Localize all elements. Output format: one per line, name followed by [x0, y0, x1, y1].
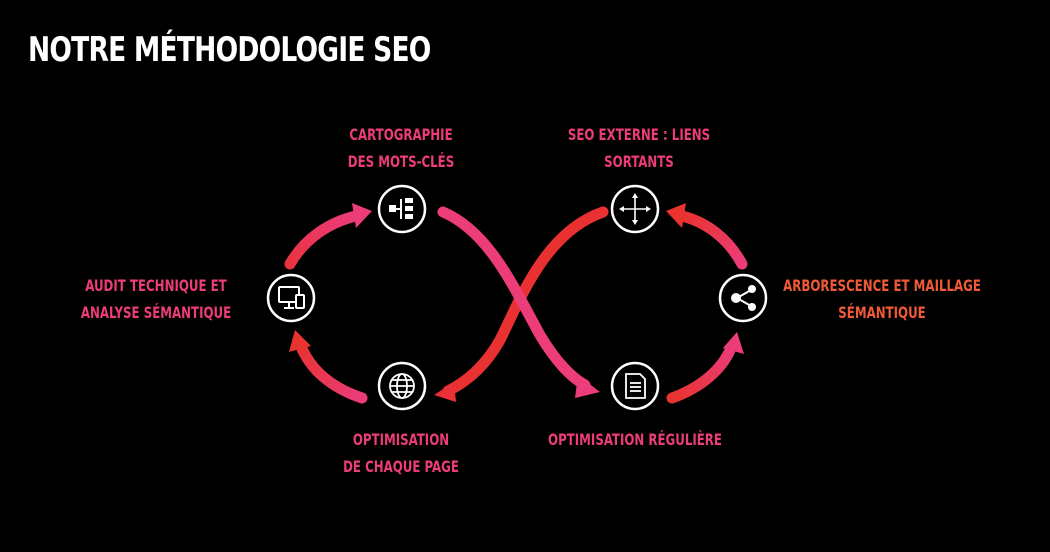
share-icon: [731, 285, 756, 311]
node-cartographie: [377, 184, 427, 234]
arrow-optimisation-page-to-audit: [289, 330, 368, 404]
desktop-mobile-icon: [278, 286, 305, 309]
node-optimisation-page: [377, 361, 427, 411]
node-optimisation-reguliere: [610, 361, 660, 411]
globe-icon: [389, 373, 415, 399]
arrow-optimisation-reguliere-to-arborescence: [666, 332, 744, 404]
sitemap-icon: [389, 198, 413, 219]
arrow-cartographie-to-optimisation-reguliere: [437, 206, 600, 398]
node-seo-externe: [610, 184, 660, 234]
node-audit: [266, 273, 316, 323]
arrow-seo-externe-to-optimisation-page: [434, 206, 609, 402]
arrow-arborescence-to-seo-externe: [666, 203, 748, 270]
arrow-audit-to-cartographie: [284, 203, 372, 270]
label-optimisation-reguliere: OPTIMISATION RÉGULIÈRE: [548, 430, 722, 449]
page-title: NOTRE MÉTHODOLOGIE SEO: [28, 30, 431, 70]
node-arborescence: [718, 273, 768, 323]
move-arrows-icon: [619, 193, 651, 225]
document-icon: [625, 373, 646, 399]
